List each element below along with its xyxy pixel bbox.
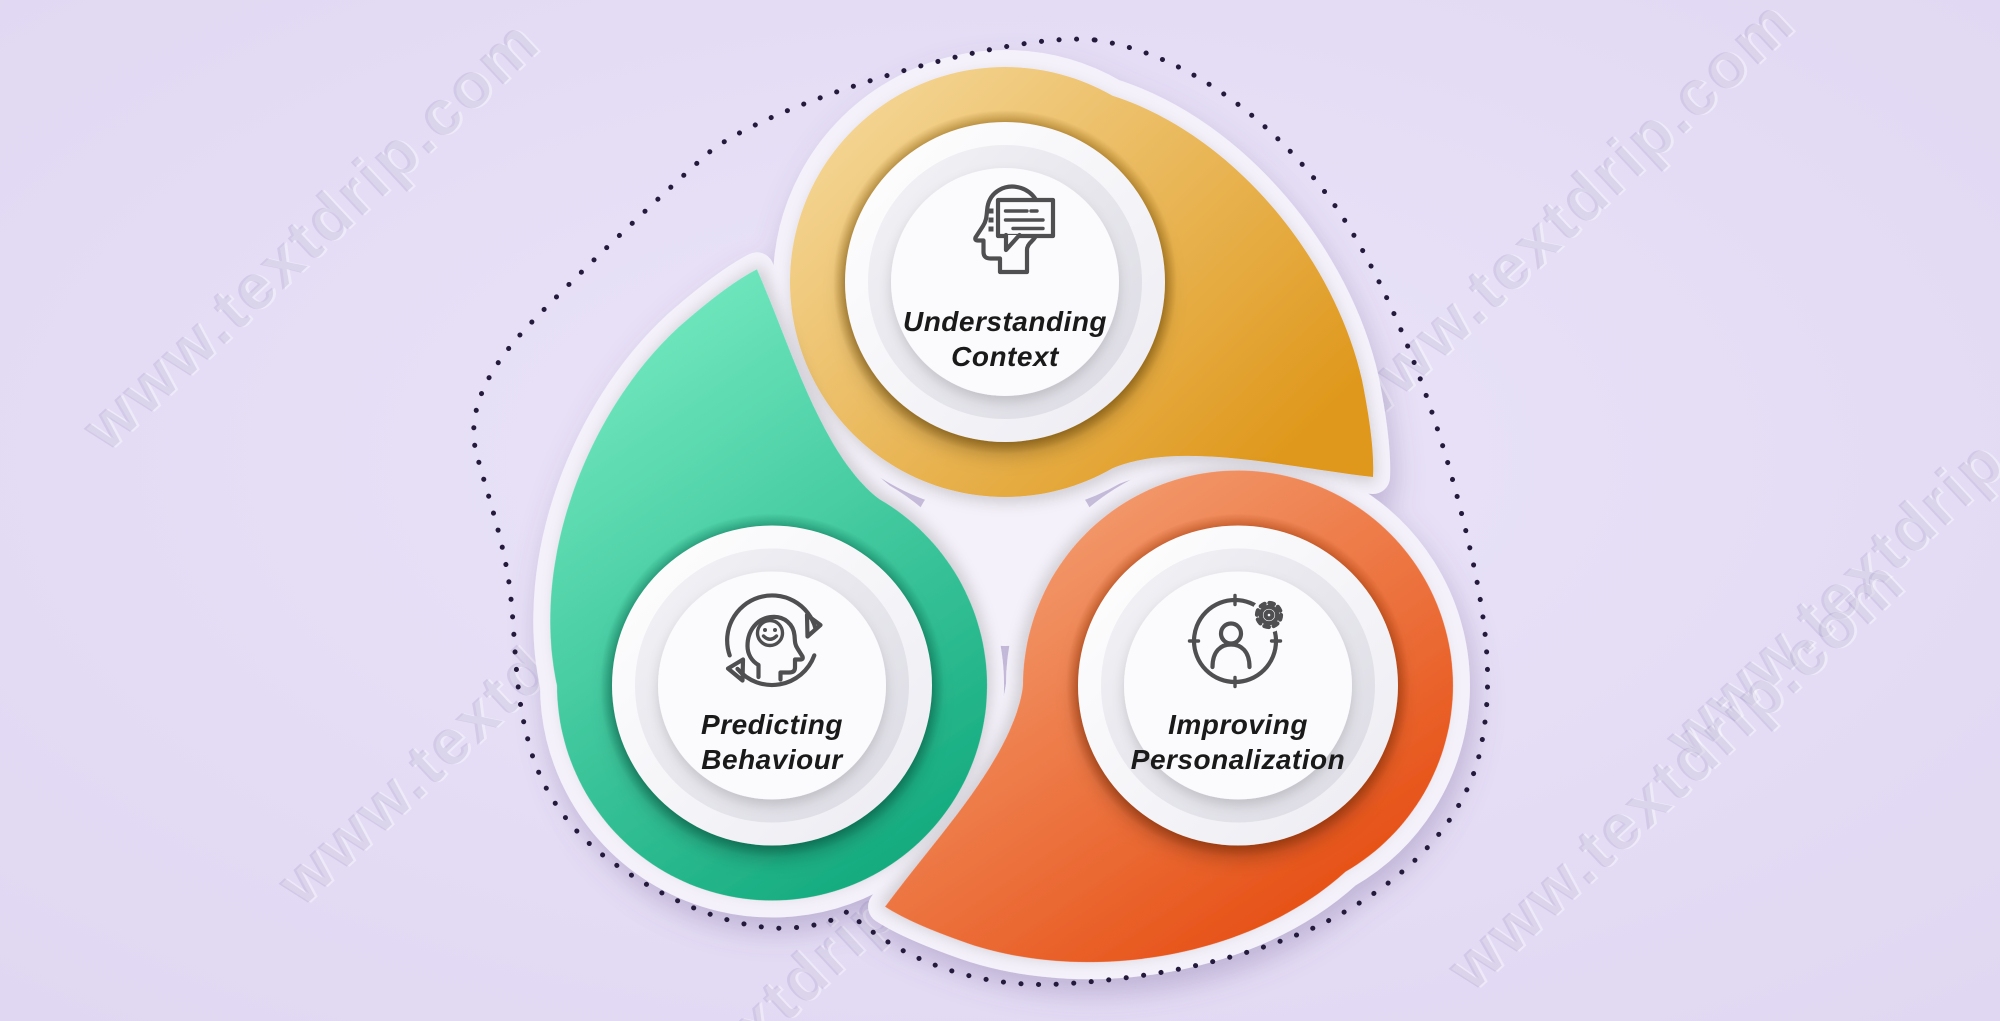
node-label-line2: Personalization (1131, 744, 1345, 775)
person-gear-icon (1187, 593, 1287, 689)
node-label-line1: Predicting (701, 709, 843, 740)
node-inner-disc (891, 168, 1119, 396)
node-label-line1: Improving (1168, 709, 1308, 740)
head-chat-icon (973, 184, 1056, 275)
node-label-line1: Understanding (903, 306, 1107, 337)
head-refresh-icon (725, 593, 823, 688)
node-understanding-context: Understanding Context (845, 122, 1165, 442)
node-predicting-behaviour: Predicting Behaviour (612, 525, 932, 846)
node-label-line2: Context (951, 341, 1060, 372)
node-label-line2: Behaviour (701, 744, 844, 775)
node-inner-disc (1124, 571, 1352, 800)
node-improving-personalization: Improving Personalization (1078, 525, 1398, 846)
